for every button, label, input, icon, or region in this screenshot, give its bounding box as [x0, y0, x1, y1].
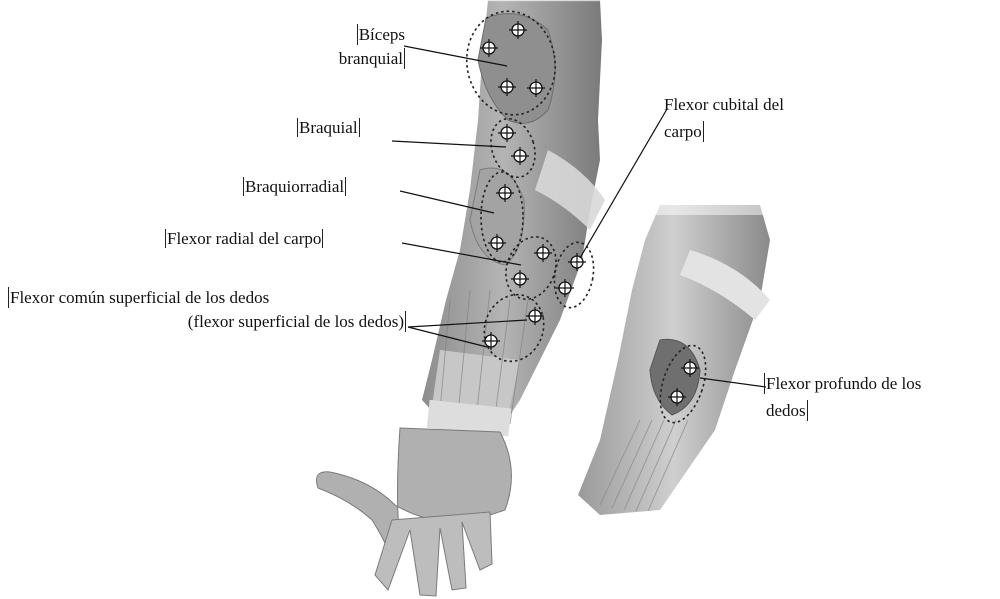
label-biceps-line1: Bíceps [357, 24, 405, 45]
deep-forearm-fade [650, 200, 780, 215]
label-flexor-profundo-line1: Flexor profundo de los [764, 373, 921, 394]
label-flexor-cubital-line2: carpo [664, 121, 704, 142]
label-flexor-cubital-line1: Flexor cubital del [664, 94, 784, 115]
label-biceps-line2: branquial [339, 48, 405, 69]
label-flexor-comun-line1: Flexor común superficial de los dedos [8, 287, 406, 308]
label-flexor-profundo: Flexor profundo de los dedos [766, 373, 921, 421]
label-braquial: Braquial [297, 117, 360, 138]
label-flexor-profundo-line2: dedos [766, 400, 808, 421]
label-flexor-cubital: Flexor cubital del carpo [664, 94, 784, 142]
label-braquiorradial-text: Braquiorradial [243, 177, 346, 196]
label-biceps: Bíceps branquial [325, 24, 405, 69]
label-braquial-text: Braquial [297, 118, 360, 137]
label-braquiorradial: Braquiorradial [243, 176, 346, 197]
label-flexor-comun: Flexor común superficial de los dedos (f… [10, 287, 406, 332]
label-flexor-radial: Flexor radial del carpo [165, 228, 323, 249]
top-fade [460, 0, 620, 20]
label-flexor-comun-line2: (flexor superficial de los dedos) [188, 311, 406, 332]
label-flexor-radial-text: Flexor radial del carpo [165, 229, 323, 248]
hand-fingers [375, 512, 492, 596]
deep-forearm-illustration [578, 205, 770, 515]
